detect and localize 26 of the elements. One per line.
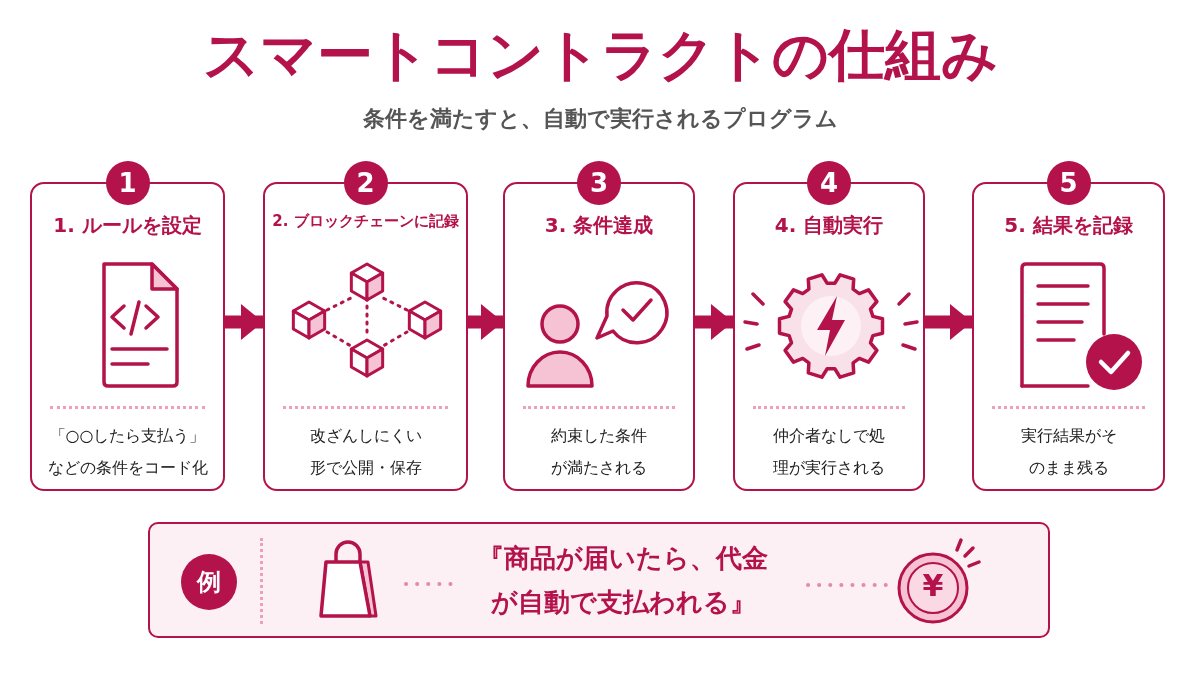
number-badge: 5 — [1046, 161, 1091, 205]
number-badge: 2 — [343, 161, 388, 205]
step-heading: 1. ルールを設定 — [52, 212, 203, 239]
arrow — [695, 304, 733, 340]
arrow — [925, 304, 972, 340]
step-heading: 3. 条件達成 — [543, 212, 655, 239]
subtitle: 条件を満たすと、自動で実行されるプログラム — [361, 105, 839, 133]
step-description: 改ざんしにくい形で公開・保存 — [308, 425, 423, 479]
step-description: 仲介者なしで処理が実行される — [772, 425, 886, 479]
shopping-bag-icon — [318, 540, 378, 620]
number-badge: 4 — [807, 161, 851, 205]
example-text: 『商品が届いたら、代金が自動で支払われる』 — [466, 536, 780, 626]
dotted-connector — [806, 583, 889, 587]
number-badge: 3 — [577, 161, 621, 205]
example-badge: 例 — [181, 554, 237, 610]
arrow — [225, 304, 263, 340]
example-panel — [148, 522, 1050, 638]
title: スマートコントラクトの仕組み — [201, 21, 999, 89]
number-badge: 1 — [105, 161, 150, 205]
step-description: 実行結果がそのまま残る — [1019, 425, 1118, 479]
step-heading: 2. ブロックチェーンに記録 — [271, 212, 460, 231]
step-heading: 4. 自動実行 — [773, 212, 885, 239]
step-description: 「○○したら支払う」などの条件をコード化 — [46, 425, 209, 479]
step-description: 約束した条件が満たされる — [550, 425, 648, 479]
arrow — [468, 304, 503, 340]
step-heading: 5. 結果を記録 — [1003, 212, 1134, 239]
